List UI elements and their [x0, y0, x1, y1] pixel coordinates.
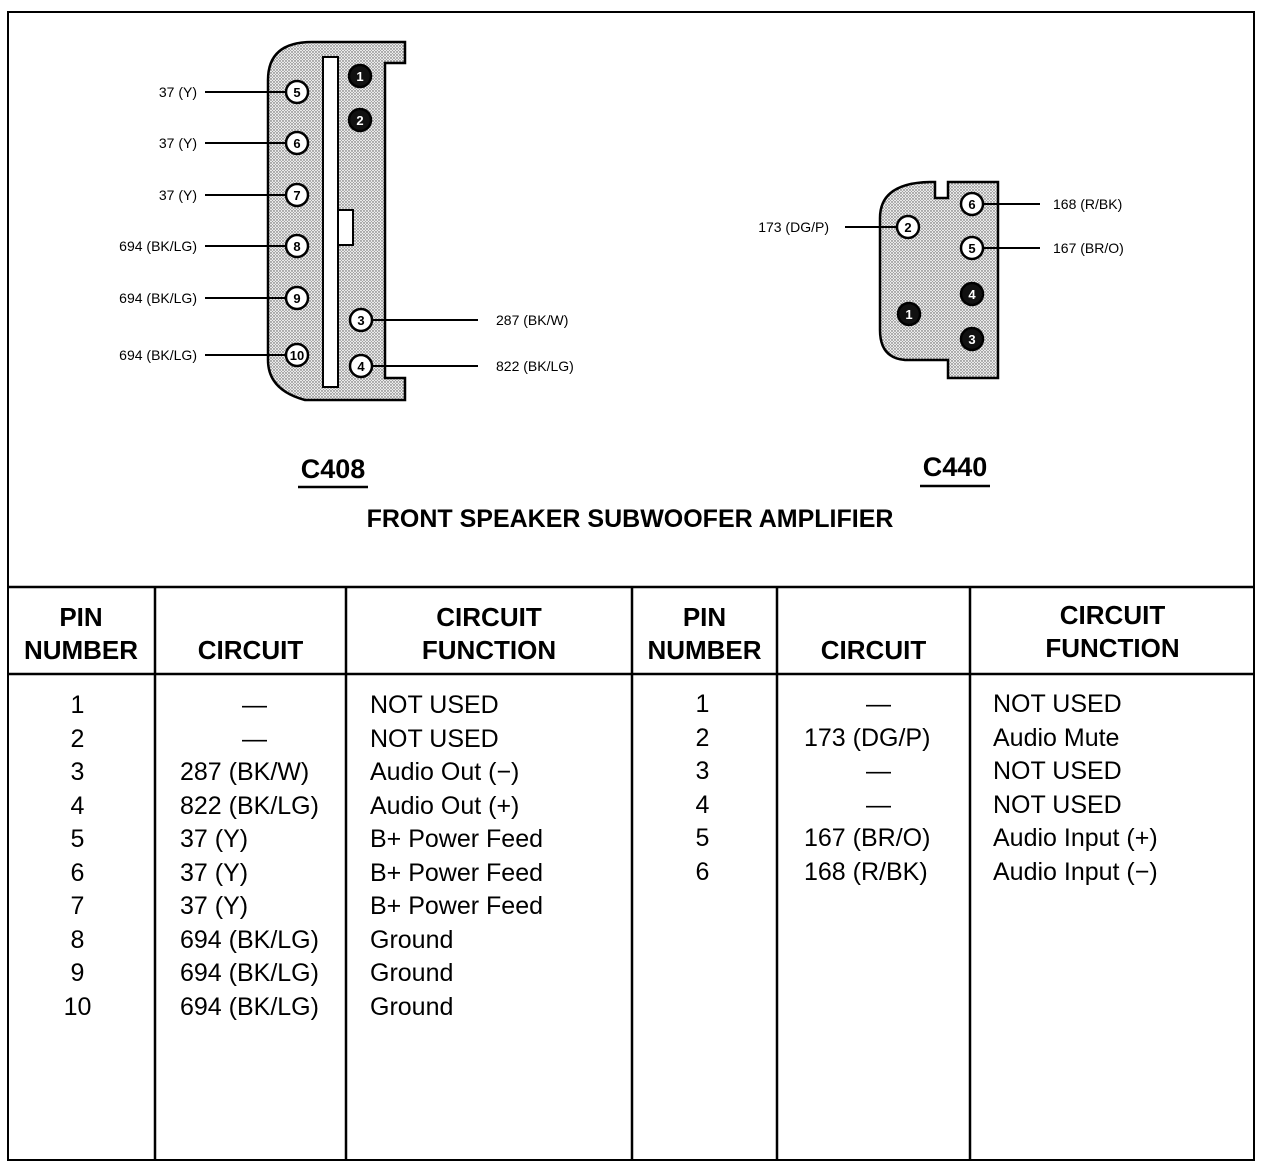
- c440-circuit-cell: —: [866, 790, 891, 819]
- c440-circuit-cell: 167 (BR/O): [804, 824, 931, 852]
- c440-wire-label-5: 167 (BR/O): [1053, 240, 1124, 256]
- c408-circuit-cell: 37 (Y): [180, 858, 249, 887]
- c408-lock-rail: [322, 56, 339, 388]
- c408-pin-cell: 6: [70, 858, 85, 887]
- c440-function-cell: NOT USED: [993, 690, 1122, 718]
- c408-pin-8-number: 8: [293, 239, 300, 254]
- c440-pin-cell: 5: [695, 824, 710, 852]
- c408-wire-label-9: 694 (BK/LG): [119, 290, 197, 306]
- c408-circuit-cell: 694 (BK/LG): [180, 992, 319, 1021]
- c408-wire-label-4: 822 (BK/LG): [496, 358, 574, 374]
- c440-pin-4: [959, 281, 985, 307]
- c408-circuit-cell: 694 (BK/LG): [180, 925, 319, 954]
- c408-wire-label-10: 694 (BK/LG): [119, 347, 197, 363]
- c440-pin-5-number: 5: [968, 241, 975, 256]
- c408-pin-cell: 7: [70, 892, 85, 920]
- c440-circuit-cell: —: [866, 757, 891, 785]
- c408-pin-cell: 5: [70, 825, 85, 853]
- c440-pin-cell: 4: [695, 790, 710, 819]
- c440-function-cell: Audio Mute: [993, 723, 1120, 752]
- c408-circuit-cell: —: [242, 691, 267, 719]
- c440-pin-cell: 2: [695, 723, 710, 752]
- c408-pin-10-number: 10: [290, 348, 304, 363]
- header-circuit-2: CIRCUIT: [820, 635, 927, 665]
- c408-latch: [337, 209, 354, 246]
- c408-wire-label-5: 37 (Y): [159, 84, 197, 100]
- c440-pin-1-number: 1: [905, 307, 912, 322]
- c440-pin-3: [959, 326, 985, 352]
- c408-pin-7-number: 7: [293, 188, 300, 203]
- c408-circuit-cell: 287 (BK/W): [180, 758, 310, 786]
- c408-pin-cell: 9: [70, 959, 85, 987]
- c408-pin-2: [347, 107, 373, 133]
- c440-circuit-cell: —: [866, 690, 891, 718]
- c440-pin-cell: 3: [695, 757, 710, 785]
- c408-pin-1: [347, 63, 373, 89]
- c408-pin-column: 1 2 3 4 5 6 7 8 9 10: [55, 689, 100, 1024]
- connector-diagram: 5 6 7 8 9 10 3 4 1 2 37 (Y) 37 (Y) 37 (Y) 694 (BK/LG…: [119, 40, 1124, 533]
- c440-pin-4-number: 4: [968, 287, 976, 302]
- c408-circuit-column: — — 287 (BK/W) 822 (BK/LG) 37 (Y) 37 (Y) 37 (Y…: [180, 689, 340, 1024]
- c440-function-cell: Audio Input (+): [993, 824, 1158, 852]
- c408-pin-3-number: 3: [357, 313, 364, 328]
- c408-function-cell: Ground: [370, 925, 454, 954]
- diagram-title: FRONT SPEAKER SUBWOOFER AMPLIFIER: [367, 505, 894, 533]
- c408-function-cell: Ground: [370, 992, 454, 1021]
- c408-pin-4-number: 4: [357, 359, 365, 374]
- c408-label: C408: [301, 454, 366, 484]
- c408-wire-label-7: 37 (Y): [159, 187, 197, 203]
- c408-pin-cell: 8: [70, 925, 85, 954]
- c408-function-cell: Audio Out (+): [370, 791, 520, 820]
- c408-pin-cell: 2: [70, 724, 85, 753]
- c408-function-cell: B+ Power Feed: [370, 892, 544, 920]
- c440-function-cell: NOT USED: [993, 790, 1122, 819]
- c408-function-cell: B+ Power Feed: [370, 858, 544, 887]
- header-circuit-1: CIRCUIT: [197, 635, 304, 665]
- c408-wire-label-6: 37 (Y): [159, 135, 197, 151]
- c408-function-column: NOT USED NOT USED Audio Out (−) Audio Out (…: [370, 689, 625, 1024]
- c408-circuit-cell: 694 (BK/LG): [180, 959, 319, 987]
- c408-pin-2-number: 2: [356, 113, 363, 128]
- c440-pin-cell: 6: [695, 857, 710, 886]
- c440-pin-6-number: 6: [968, 197, 975, 212]
- c440-wire-label-2: 173 (DG/P): [758, 219, 829, 235]
- c440-circuit-column: — 173 (DG/P) — — 167 (BR/O) 168 (R/BK): [804, 688, 964, 889]
- c440-pin-2-number: 2: [904, 220, 911, 235]
- c408-circuit-cell: 37 (Y): [180, 892, 249, 920]
- c408-function-cell: B+ Power Feed: [370, 825, 544, 853]
- c440-pin-column: 1 2 3 4 5 6: [680, 688, 725, 889]
- c440-function-cell: Audio Input (−): [993, 857, 1158, 886]
- c440-circuit-cell: 168 (R/BK): [804, 857, 928, 886]
- c408-pin-9-number: 9: [293, 291, 300, 306]
- c408-function-cell: NOT USED: [370, 724, 499, 753]
- c408-pin-1-number: 1: [356, 69, 363, 84]
- c408-pin-5-number: 5: [293, 85, 300, 100]
- c440-pin-cell: 1: [695, 690, 710, 718]
- c408-pin-cell: 10: [63, 992, 92, 1021]
- c408-pin-cell: 3: [70, 758, 85, 786]
- c408-circuit-cell: 37 (Y): [180, 825, 249, 853]
- c408-pin-cell: 1: [70, 691, 85, 719]
- c408-pin-6-number: 6: [293, 136, 300, 151]
- c440-label: C440: [923, 452, 988, 482]
- c408-function-cell: Audio Out (−): [370, 758, 520, 786]
- c408-wire-label-3: 287 (BK/W): [496, 312, 568, 328]
- c440-function-cell: NOT USED: [993, 757, 1122, 785]
- c408-circuit-cell: —: [242, 724, 267, 753]
- c440-circuit-cell: 173 (DG/P): [804, 723, 931, 752]
- c408-function-cell: Ground: [370, 959, 454, 987]
- c440-pin-3-number: 3: [968, 332, 975, 347]
- c408-wire-label-8: 694 (BK/LG): [119, 238, 197, 254]
- c408-circuit-cell: 822 (BK/LG): [180, 791, 319, 820]
- c408-pin-cell: 4: [70, 791, 85, 820]
- c408-function-cell: NOT USED: [370, 691, 499, 719]
- c440-pin-1: [896, 301, 922, 327]
- c440-wire-label-6: 168 (R/BK): [1053, 196, 1122, 212]
